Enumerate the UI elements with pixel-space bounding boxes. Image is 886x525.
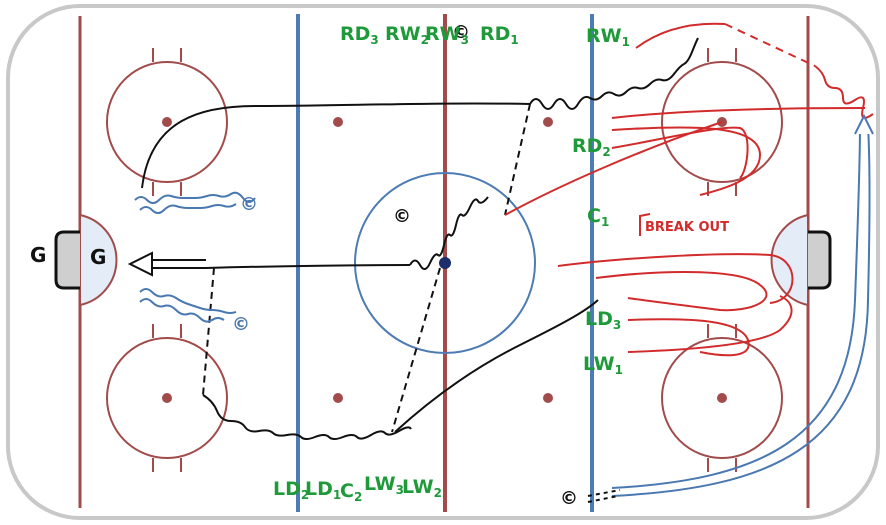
red-path-rd-1 [611,107,866,119]
skate-path-mid [205,264,411,269]
coach-icon-blue-lower: © [232,314,250,335]
neutral-dot-right-top [543,117,553,127]
coach-icon-top-center: © [452,22,470,43]
pass-line-center-lower [391,267,441,433]
coach-pass-dash [587,489,621,503]
breakout-label: BREAK OUT [645,220,729,235]
player-label-rw1: RW1 [586,25,630,49]
skate-path-lower [394,299,599,433]
faceoff-circle-left-bottom [106,324,228,472]
coach-icon-center: © [393,206,411,227]
pass-arrow-to-goal [150,259,206,269]
red-path-ld-1 [557,253,794,304]
neutral-dot-right-bottom [543,393,553,403]
coach-icon-bottom-right: © [560,488,578,509]
blue-wavy-upper-2 [139,203,237,214]
player-label-ld2: LD2 [273,478,309,502]
player-label-rd1: RD1 [480,23,519,47]
red-path-rw-upper [635,22,726,49]
goalie-label-crease: G [90,245,106,269]
blue-pass-long-inner [611,125,871,497]
red-dashed-rw [724,23,816,67]
blue-arrow-head [854,113,874,135]
center-circle [354,172,536,354]
skate-path-upper [141,102,531,189]
player-label-rd3: RD3 [340,23,379,47]
player-label-ld1: LD1 [305,478,341,502]
pass-arrow-head [127,251,153,277]
red-breakout-bracket [639,213,651,236]
player-label-lw3: LW3 [364,473,404,497]
neutral-dot-left-bottom [333,393,343,403]
player-label-rw2: RW2 [385,23,429,47]
goal-net-right [808,230,832,290]
goal-net-left [54,230,80,290]
puck-carry-upper [529,37,699,110]
faceoff-circle-left-top [106,48,228,196]
red-path-lw [627,295,793,353]
player-label-rw3: RW3 [425,23,469,47]
blue-wavy-upper [134,191,256,204]
blue-pass-long-outer [611,125,861,489]
blue-wavy-lower-2 [139,298,225,323]
crease-left [79,213,118,307]
red-path-center [504,121,723,216]
puck-carry-lower [202,394,412,440]
goalie-label-outside: G [30,243,46,267]
red-path-rd-2 [611,126,762,196]
coach-icon-blue-upper: © [240,194,258,215]
player-label-c1: C1 [587,205,609,229]
pass-line-center-upper [504,103,531,216]
neutral-dot-left-top [333,117,343,127]
red-path-ld-3 [627,318,750,357]
player-label-rd2: RD2 [572,135,611,159]
center-faceoff-dot [439,257,451,269]
pass-line-left [202,267,215,396]
player-label-lw2: LW2 [402,476,442,500]
player-label-ld3: LD3 [585,308,621,332]
puck-carry-center [409,196,489,270]
red-path-ld-2 [595,271,768,312]
blue-wavy-lower [139,288,237,314]
crease-right [770,213,809,307]
player-label-lw1: LW1 [583,353,623,377]
player-label-c2: C2 [340,480,362,504]
faceoff-circle-right-bottom [661,324,783,472]
red-path-rd-3 [611,126,749,179]
